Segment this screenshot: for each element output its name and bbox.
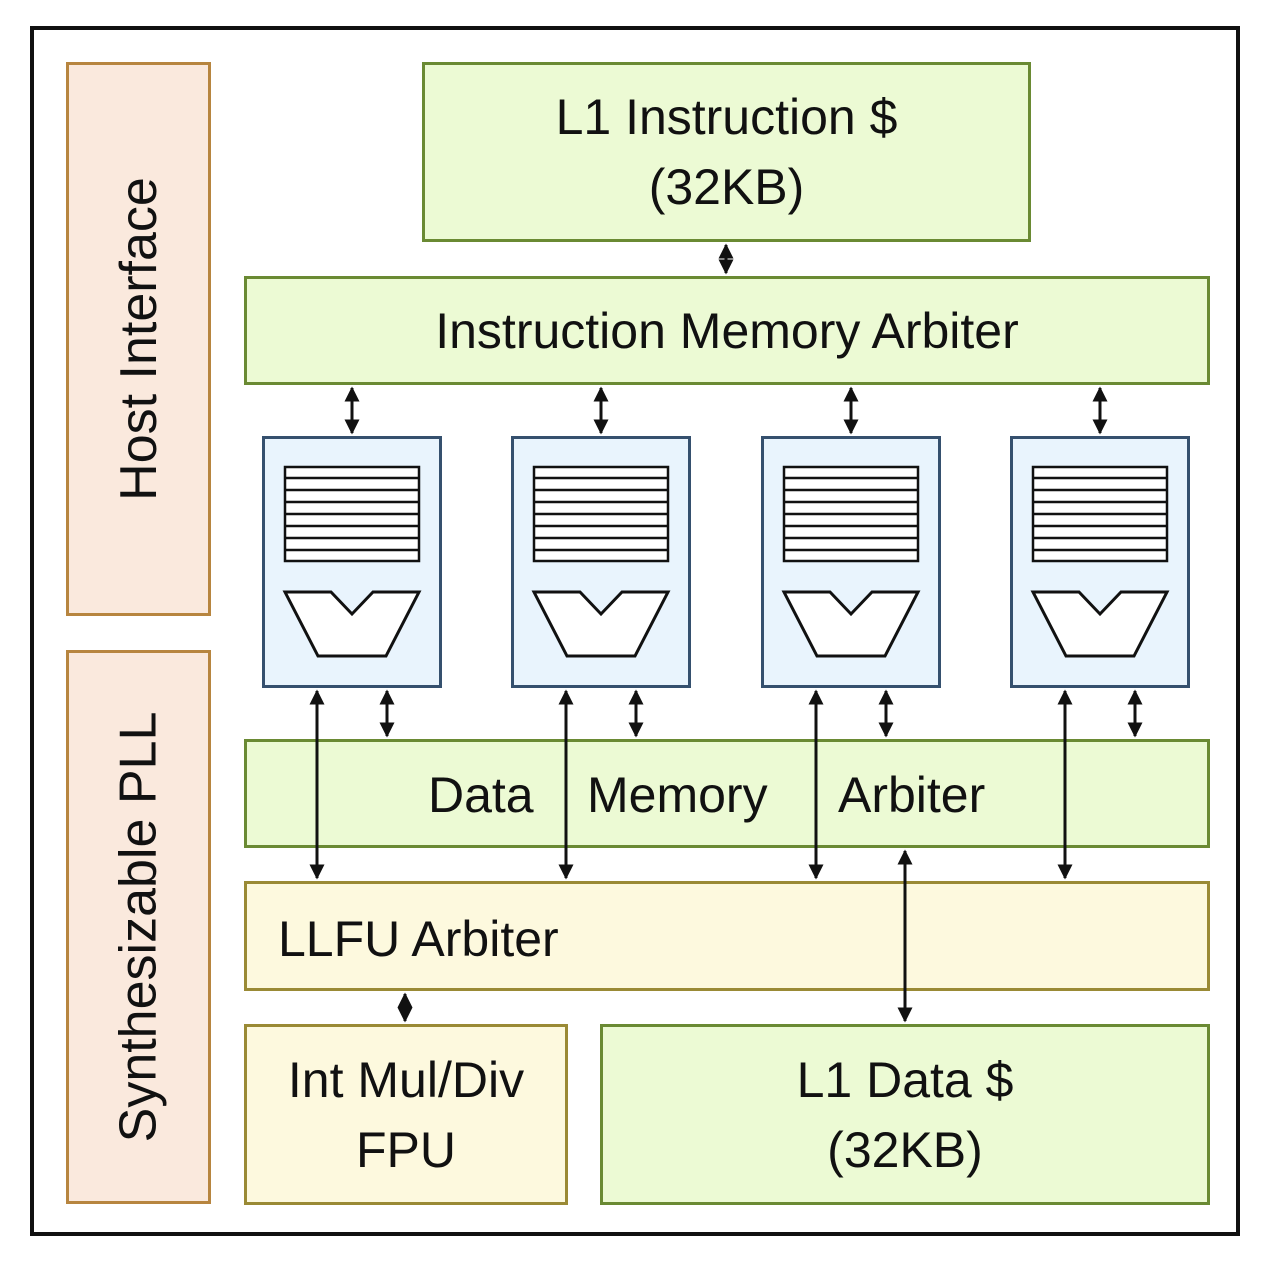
processor-boundary — [30, 26, 1240, 1236]
host-interface-block: Host Interface — [66, 62, 211, 616]
data-memory-arbiter — [244, 739, 1210, 848]
fpu-title: FPU — [355, 1121, 456, 1178]
llfu-arbiter-label: LLFU Arbiter — [278, 911, 559, 967]
data-arbiter-word-arbiter: Arbiter — [838, 767, 986, 823]
alu-icon — [1030, 590, 1170, 658]
l1-dcache-size: (32KB) — [827, 1121, 983, 1178]
alu-icon — [781, 590, 921, 658]
register-file-icon — [532, 465, 670, 563]
l1-icache-size: (32KB) — [648, 159, 805, 215]
int-mul-div-fpu-block: Int Mul/Div FPU — [244, 1024, 568, 1205]
instruction-memory-arbiter: Instruction Memory Arbiter — [244, 276, 1210, 385]
int-unit-title: Int Mul/Div — [287, 1051, 525, 1108]
core-4-internals — [1030, 465, 1170, 658]
pll-block: Synthesizable PLL — [66, 650, 211, 1204]
llfu-arbiter — [244, 881, 1210, 991]
l1-dcache-title: L1 Data $ — [796, 1051, 1014, 1108]
register-file-icon — [782, 465, 920, 563]
l1-icache-title: L1 Instruction $ — [555, 89, 898, 145]
l1-data-cache: L1 Data $ (32KB) — [600, 1024, 1210, 1205]
alu-icon — [531, 590, 671, 658]
data-arbiter-word-memory: Memory — [587, 767, 768, 823]
core-3-internals — [781, 465, 921, 658]
instruction-arbiter-label: Instruction Memory Arbiter — [435, 302, 1019, 359]
register-file-icon — [1031, 465, 1169, 563]
core-2-internals — [531, 465, 671, 658]
register-file-icon — [283, 465, 421, 563]
alu-icon — [282, 590, 422, 658]
data-arbiter-word-data: Data — [428, 767, 534, 823]
l1-instruction-cache: L1 Instruction $ (32KB) — [422, 62, 1031, 242]
core-1-internals — [282, 465, 422, 658]
